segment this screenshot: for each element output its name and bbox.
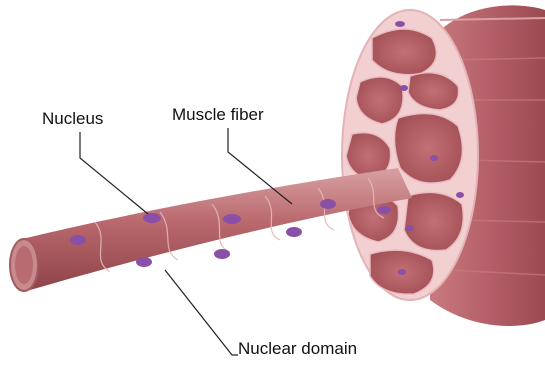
muscle-bundle	[342, 5, 545, 326]
nucleus-dot	[398, 269, 406, 275]
cell	[372, 29, 436, 75]
nucleus-dot	[430, 155, 438, 161]
cell	[404, 192, 463, 250]
nucleus	[377, 206, 391, 214]
nucleus	[320, 199, 336, 209]
nuclear-domain-label: Nuclear domain	[238, 340, 357, 357]
nucleus	[143, 213, 161, 223]
muscle-fiber-label: Muscle fiber	[172, 106, 264, 123]
nucleus	[286, 227, 302, 237]
nucleus	[136, 257, 152, 267]
nucleus-leader-line	[80, 132, 148, 214]
domain-leader-line	[165, 270, 238, 355]
nucleus	[70, 235, 86, 245]
nucleus-dot	[406, 225, 414, 231]
cell	[394, 114, 462, 184]
nucleus-label: Nucleus	[42, 110, 103, 127]
fiber-end-inner	[15, 246, 33, 284]
nucleus-dot	[400, 85, 408, 91]
nucleus-dot	[456, 192, 464, 198]
nucleus	[223, 214, 241, 224]
nucleus-dot	[395, 21, 405, 27]
nucleus	[214, 249, 230, 259]
